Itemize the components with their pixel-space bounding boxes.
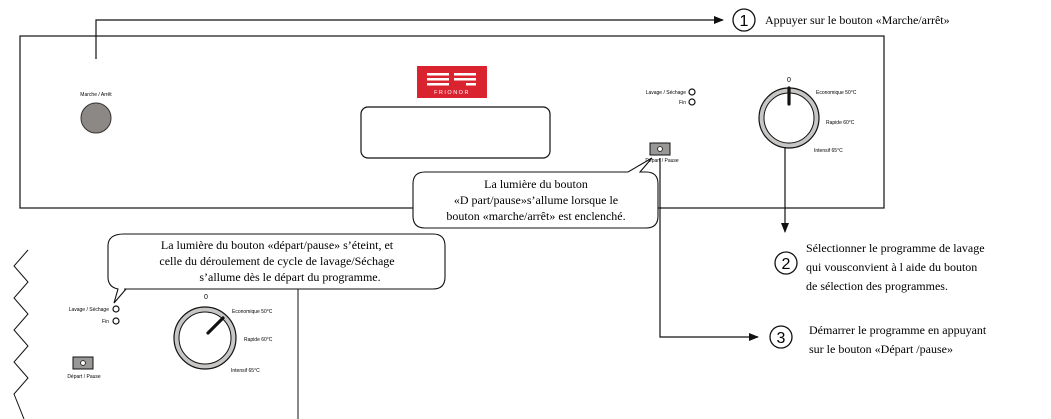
callout-bottom-line-2: celle du déroulement de cycle de lavage/… [159,254,394,268]
step3-text-line-2: sur le bouton «Départ /pause» [809,342,953,356]
step3-badge [769,325,793,349]
dial-intensif-label: Intensif 65°C [814,148,843,154]
callout-top-line-1: La lumière du bouton [484,177,588,191]
step1-arrow [95,16,724,59]
step3-arrow [659,158,759,341]
detail-dial-rapide-label: Rapide 60°C [244,337,273,343]
brand-logo-text: FRIONOR [434,90,470,96]
callout-bottom-line-3: s’allume dès le départ du programme. [199,270,380,284]
detail-panel-border [13,249,29,419]
lavage-sechage-indicator [688,88,696,96]
step2-number: 2 [782,256,791,273]
detail-lavage-indicator [112,305,120,313]
detail-lavage-label: Lavage / Séchage [69,307,110,313]
marche-arret-label: Marche / Arrêt [80,92,112,98]
depart-pause-label: Départ / Pause [645,158,679,164]
callout-bottom-line-1: La lumière du bouton «départ/pause» s’ét… [161,238,394,252]
detail-program-dial-pointer [206,316,225,335]
step2-text-line-1: Sélectionner le programme de lavage [806,241,985,255]
step3-text-line-1: Démarrer le programme en appuyant [809,323,987,337]
detail-fin-label: Fin [102,319,109,325]
detail-dial-eco-label: Economique 50°C [232,309,273,315]
detail-fin-indicator [112,317,120,325]
fin-indicator [688,98,696,106]
fin-label: Fin [679,100,686,106]
lavage-sechage-label: Lavage / Séchage [646,90,687,96]
callout-top-line-3: bouton «marche/arrêt» est enclenché. [446,209,625,223]
step2-badge [774,251,798,275]
step1-badge [732,8,756,32]
step2-text-line-2: qui vousconvient à l aide du bouton [806,260,977,274]
callout-bubble-bottom-outline [107,233,446,304]
detail-depart-pause-light [80,360,86,366]
step1-text-line-1: Appuyer sur le bouton «Marche/arrêt» [765,13,950,27]
detail-depart-pause-label: Départ / Pause [67,374,101,380]
detail-dial-intensif-label: Intensif 65°C [231,368,260,374]
step3-number: 3 [777,330,786,347]
step1-number: 1 [740,13,749,30]
depart-pause-light [657,146,663,152]
brand-logo: FRIONOR [417,66,487,98]
callout-bubble-top-outline [412,157,659,229]
detail-dial-zero-label: 0 [204,294,208,301]
display-window [360,106,551,159]
dial-rapide-label: Rapide 60°C [826,120,855,126]
dial-zero-label: 0 [787,77,791,84]
step2-text-line-3: de sélection des programmes. [806,279,948,293]
callout-top-line-2: «D part/pause»s’allume lorsque le [454,193,618,207]
marche-arret-button[interactable] [80,102,112,134]
dial-eco-label: Economique 50°C [816,90,857,96]
